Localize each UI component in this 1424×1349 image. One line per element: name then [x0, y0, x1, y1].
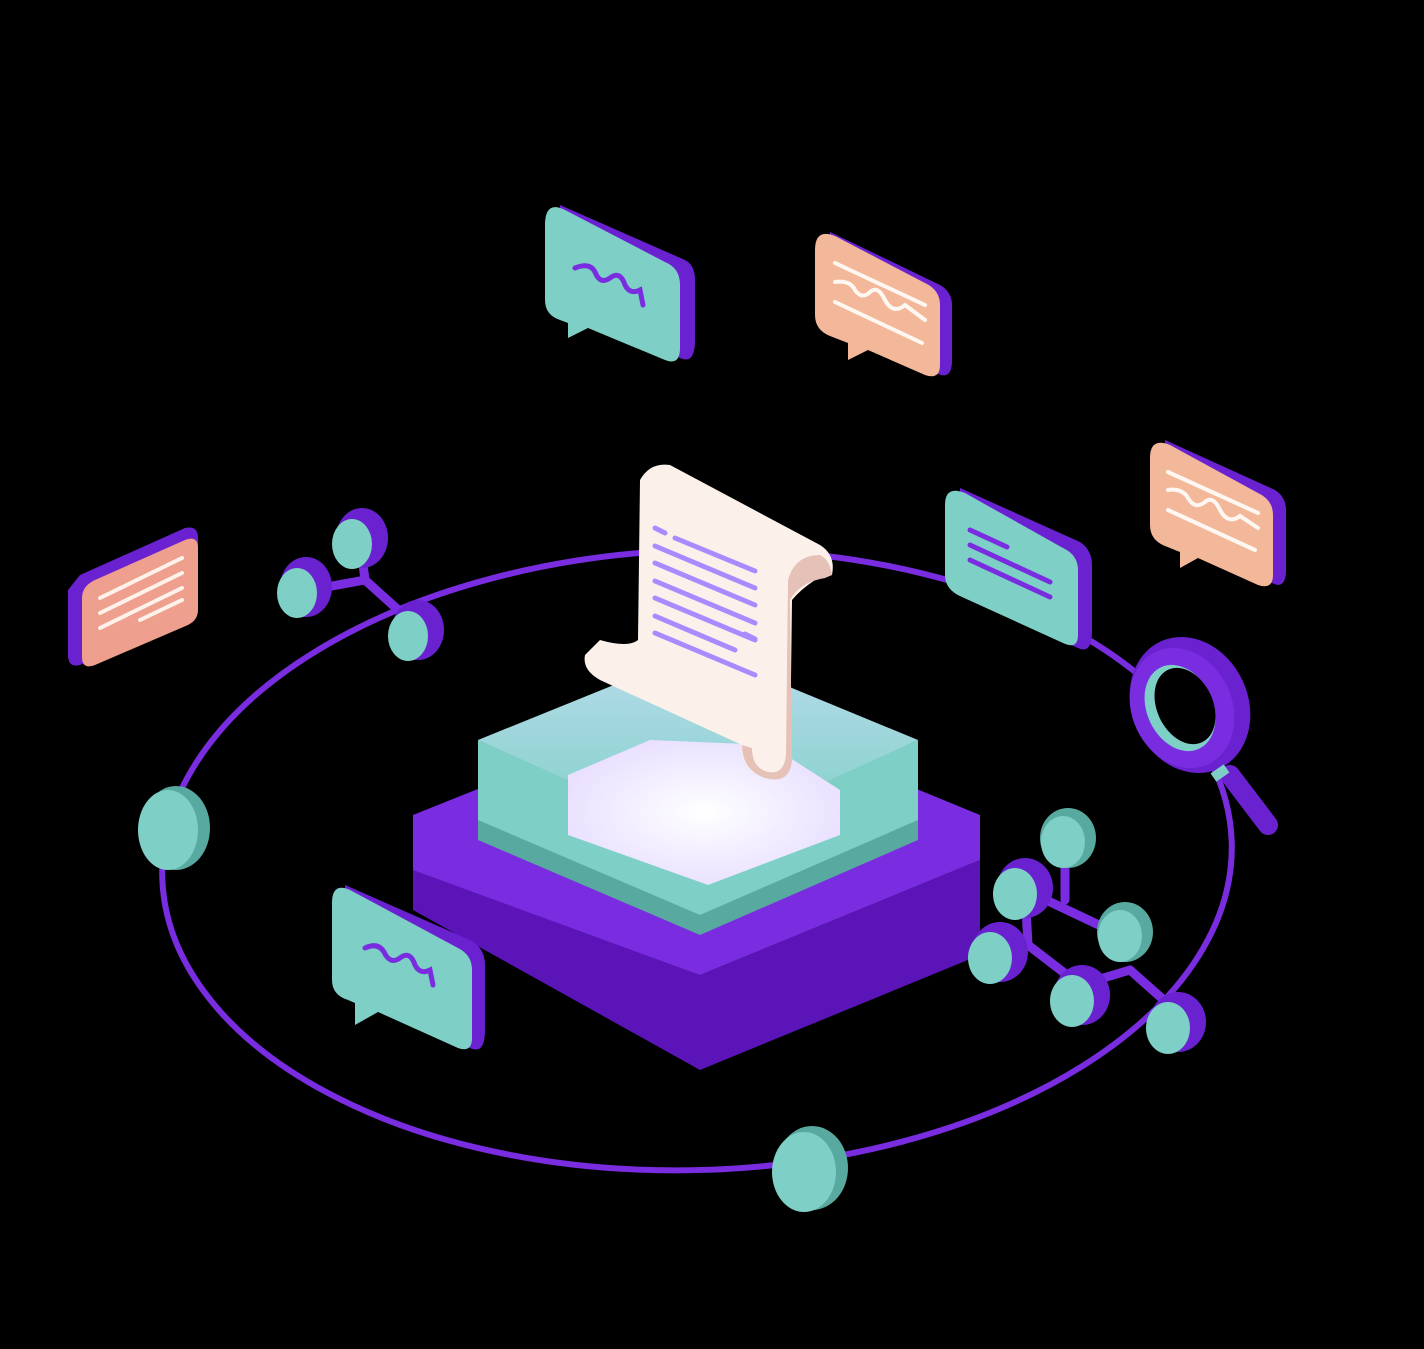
chat-bubble-teal-top	[545, 205, 695, 362]
orbit-node-bottom	[772, 1126, 848, 1212]
hexagon-platform	[413, 650, 980, 1070]
molecule-right-icon	[968, 808, 1206, 1054]
chat-bubble-teal-right	[945, 488, 1092, 650]
magnifier-icon	[1129, 636, 1278, 835]
document-scroll-icon	[584, 464, 833, 780]
molecule-left-icon	[277, 508, 444, 661]
document-text-lines	[652, 525, 758, 678]
chat-bubble-peach-top	[815, 232, 952, 377]
chat-bubble-peach-right	[1150, 440, 1286, 587]
chat-bubble-peach-left	[68, 527, 198, 667]
chat-bubble-teal-bottom-left	[332, 885, 485, 1050]
orbit-node-left	[138, 786, 210, 870]
